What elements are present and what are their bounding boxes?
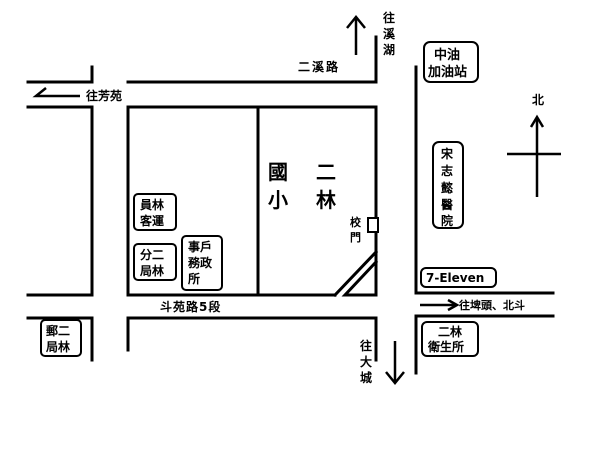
school-name-char: 小 xyxy=(268,188,288,212)
school-gate-marker xyxy=(367,217,379,233)
erlin-post-office: 郵二 局林 xyxy=(40,319,82,357)
yuanlin-bus-station: 員林 客運 xyxy=(133,193,177,231)
to-xihu-char-1: 溪 xyxy=(383,26,396,41)
branch-office-line2: 局林 xyxy=(140,263,164,278)
branch-office-line1: 分二 xyxy=(140,247,164,262)
school-name-char: 國 xyxy=(268,160,288,184)
to-xihu-arrowhead xyxy=(346,15,366,29)
to-dacheng-char-0: 往 xyxy=(360,338,372,353)
seven-eleven-label: 7-Eleven xyxy=(426,271,484,285)
branch-office-box xyxy=(133,243,177,281)
corner-triangle xyxy=(341,259,379,297)
erxi-road-label: 二溪路 xyxy=(298,59,340,74)
household-office-box xyxy=(181,235,223,291)
hospital-char: 志 xyxy=(441,163,453,178)
hospital-char: 懿 xyxy=(441,180,453,195)
yuanlin-line2: 客運 xyxy=(139,213,164,228)
road-lines xyxy=(26,35,555,375)
gas-station-line2: 加油站 xyxy=(427,64,467,80)
compass-arrowhead xyxy=(529,114,545,128)
gas-station-line1: 中油 xyxy=(434,47,460,63)
to-dacheng-char-2: 城 xyxy=(360,370,372,385)
gas-station: 中油 加油站 xyxy=(423,41,479,83)
school-gate-char: 校 xyxy=(350,215,362,229)
to-fangyuan-label: 往芳苑 xyxy=(86,88,122,103)
household-office-line2: 務政 xyxy=(188,255,213,270)
song-zhiyi-hospital: 宋 志 懿 醫 院 xyxy=(432,141,464,229)
to-pitou-arrowhead xyxy=(447,298,460,312)
health-center-line2: 衛生所 xyxy=(427,339,464,354)
school-name-char: 林 xyxy=(316,188,336,212)
to-dacheng-char-1: 大 xyxy=(360,354,372,369)
north-compass: 北 xyxy=(507,92,561,197)
yuanlin-box xyxy=(133,193,177,231)
to-xihu-char-2: 湖 xyxy=(383,42,395,57)
yuanlin-line1: 員林 xyxy=(139,197,164,212)
post-office-line1: 郵二 xyxy=(46,323,70,338)
north-label: 北 xyxy=(532,92,544,107)
post-office-box xyxy=(40,319,82,357)
school-name-char: 二 xyxy=(316,160,336,184)
erlin-elementary-school: 國 二 小 林 校 門 xyxy=(268,160,379,244)
to-xihu-char-0: 往 xyxy=(383,10,395,25)
hospital-char: 醫 xyxy=(441,198,453,212)
household-office-line1: 事戶 xyxy=(188,239,212,254)
douyuan-road-label: 斗苑路5段 xyxy=(160,299,221,314)
post-office-line2: 局林 xyxy=(46,339,70,354)
seven-eleven-box xyxy=(420,267,497,288)
household-office-line3: 所 xyxy=(188,271,200,286)
school-gate-char: 門 xyxy=(350,231,361,244)
health-center-line1: 二林 xyxy=(438,324,462,339)
to-pitou-label: 往埤頭、北斗 xyxy=(459,298,525,312)
to-dacheng-arrowhead xyxy=(385,371,405,385)
erlin-branch-office: 分二 局林 xyxy=(133,243,177,281)
to-fangyuan-arrow xyxy=(32,87,80,98)
erlin-health-center: 二林 衛生所 xyxy=(421,321,479,357)
health-center-box xyxy=(421,321,479,357)
road-edge xyxy=(332,249,379,298)
gas-station-box xyxy=(423,41,479,83)
hospital-char: 院 xyxy=(441,213,453,228)
household-registration-office: 事戶 務政 所 xyxy=(181,235,223,291)
hospital-box xyxy=(432,141,464,229)
hospital-char: 宋 xyxy=(441,146,454,161)
seven-eleven: 7-Eleven xyxy=(420,267,497,288)
direction-arrows xyxy=(346,15,460,385)
